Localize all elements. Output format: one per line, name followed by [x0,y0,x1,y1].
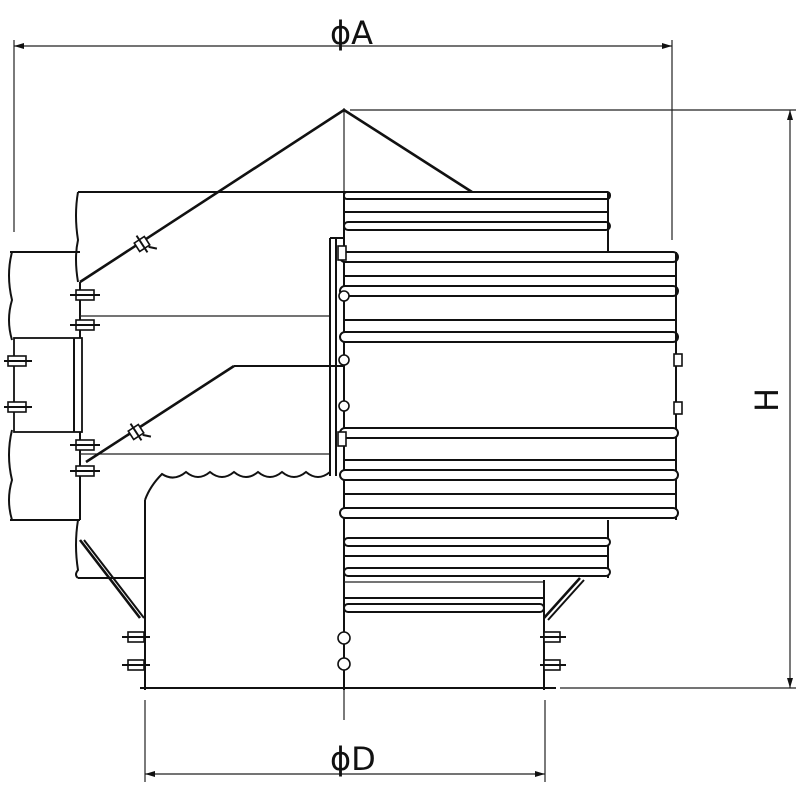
dimension-h: H [350,109,796,689]
dimension-label-d: ϕD [330,740,376,778]
hinge-clip [133,235,158,253]
main-body-bands [339,251,679,520]
hinge-clip [127,423,152,441]
bolt [122,659,150,671]
bolt [540,659,566,671]
roof-cone [79,108,473,284]
base-duct [140,577,585,690]
bolt [4,401,32,413]
left-section-outline [8,191,344,690]
bolt [337,631,351,671]
upper-rim-bands [343,191,611,252]
bolt [4,355,32,367]
dimension-label-h: H [748,388,786,412]
bolt [673,353,683,415]
bolts [4,245,683,671]
bolt [338,290,350,412]
dimension-d: ϕD [144,700,546,782]
bolt [70,465,100,477]
dimension-label-a: ϕA [330,14,373,52]
hinge-clips [127,235,158,441]
bolt [122,631,150,643]
lower-rim-bands [343,520,611,583]
bolt [70,319,100,331]
bolt [70,439,100,451]
bolt [540,631,566,643]
bolt [337,245,347,447]
dimension-a: ϕA [13,14,673,240]
bolt [70,289,100,301]
